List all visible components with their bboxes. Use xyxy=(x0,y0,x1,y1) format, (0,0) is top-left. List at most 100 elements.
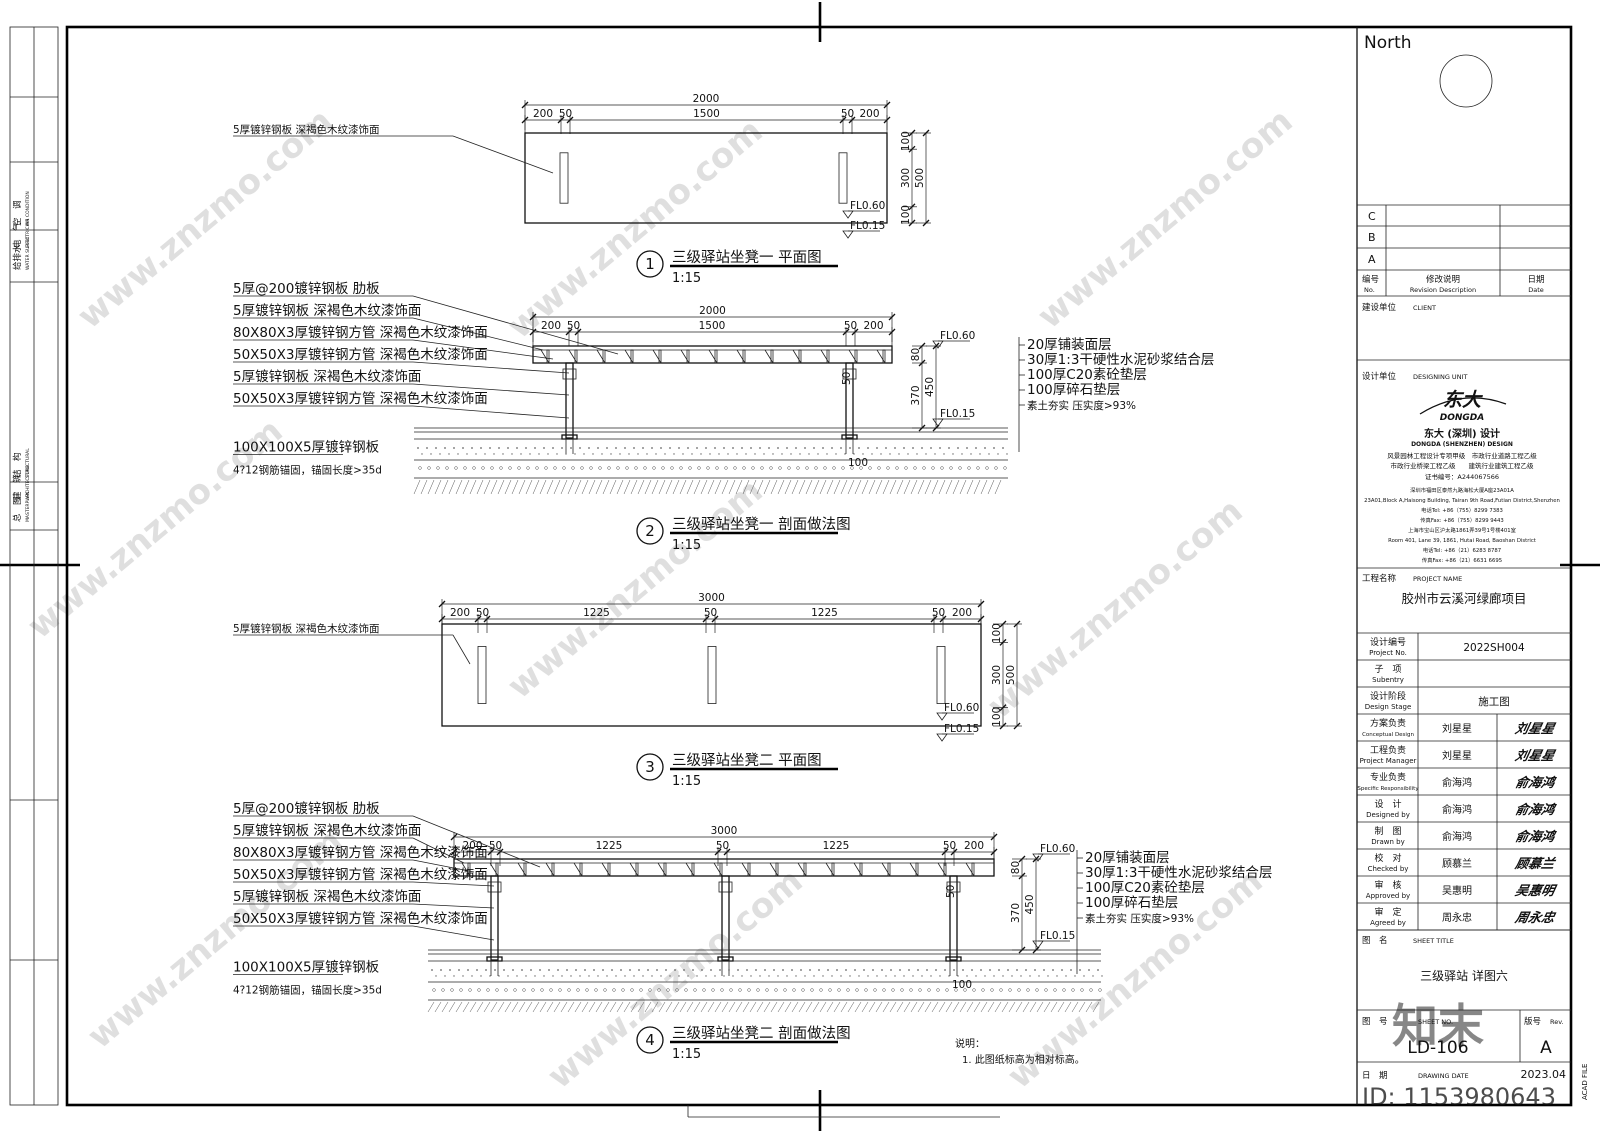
soil-hatch xyxy=(616,1001,624,1013)
concrete-aggregate xyxy=(525,447,527,449)
date-label-en: DRAWING DATE xyxy=(1418,1072,1469,1080)
rib-plate xyxy=(596,349,606,364)
view-number: 2 xyxy=(645,522,655,540)
concrete-aggregate xyxy=(709,453,711,455)
concrete-aggregate xyxy=(700,453,702,455)
side-strip-label: 结 构 xyxy=(12,452,23,478)
row-value: 俞海鸿 xyxy=(1442,776,1472,789)
leader-line xyxy=(412,295,619,355)
concrete-aggregate xyxy=(1056,975,1058,977)
callout-note: 50X50X3厚镀锌钢方管 深褐色木纹漆饰面 xyxy=(233,346,488,363)
gravel-aggregate xyxy=(733,466,737,470)
dimension-label: 80 xyxy=(1010,861,1022,874)
gravel-aggregate xyxy=(535,466,539,470)
leader-line xyxy=(452,135,554,174)
concrete-aggregate xyxy=(453,447,455,449)
dimension-tick xyxy=(450,833,458,841)
concrete-aggregate xyxy=(512,969,514,971)
dimension-tick xyxy=(883,101,891,109)
concrete-aggregate xyxy=(484,453,486,455)
concrete-aggregate xyxy=(862,453,864,455)
gravel-aggregate xyxy=(1062,988,1066,992)
concrete-aggregate xyxy=(673,453,675,455)
concrete-aggregate xyxy=(547,453,549,455)
soil-hatch xyxy=(623,1001,631,1013)
rev-desc-cn: 修改说明 xyxy=(1426,274,1460,285)
gravel-aggregate xyxy=(1098,988,1102,992)
concrete-aggregate xyxy=(525,975,527,977)
concrete-aggregate xyxy=(898,453,900,455)
soil-hatch xyxy=(644,479,652,495)
gravel-aggregate xyxy=(855,988,859,992)
gravel-aggregate xyxy=(477,988,481,992)
soil-hatch xyxy=(427,1001,435,1013)
gravel-aggregate xyxy=(603,988,607,992)
concrete-aggregate xyxy=(997,453,999,455)
soil-hatch xyxy=(791,479,799,495)
view-scale: 1:15 xyxy=(672,1047,701,1062)
watermark-id: ID: 1153980643 xyxy=(1362,1083,1556,1111)
dimension-label: 80 xyxy=(910,348,922,361)
soil-hatch xyxy=(868,1001,876,1013)
dimension-tick xyxy=(1018,872,1026,880)
rev-no-en: No. xyxy=(1364,286,1375,294)
concrete-aggregate xyxy=(768,447,770,449)
leg-connector xyxy=(562,368,577,380)
gravel-aggregate xyxy=(841,466,845,470)
concrete-aggregate xyxy=(1101,975,1103,977)
watermark-text: www.znzmo.com xyxy=(500,471,770,707)
view-number-circle xyxy=(636,250,664,278)
concrete-aggregate xyxy=(678,447,680,449)
soil-hatch xyxy=(721,1001,729,1013)
concrete-aggregate xyxy=(462,975,464,977)
soil-hatch xyxy=(791,1001,799,1013)
soil-hatch xyxy=(924,479,932,495)
sheet-number: LD-106 xyxy=(1407,1038,1468,1058)
row-label-en: Checked by xyxy=(1368,865,1409,873)
rev-date-cn: 日期 xyxy=(1527,275,1544,285)
dimension-tick xyxy=(529,328,537,336)
soil-hatch xyxy=(973,1001,981,1013)
row-label-en: Specific Responsibility xyxy=(1357,786,1419,792)
concrete-aggregate xyxy=(988,453,990,455)
concrete-aggregate xyxy=(732,447,734,449)
gravel-aggregate xyxy=(553,466,557,470)
gravel-aggregate xyxy=(873,988,877,992)
concrete-aggregate xyxy=(718,453,720,455)
soil-hatch xyxy=(980,1001,988,1013)
concrete-aggregate xyxy=(827,969,829,971)
callout-note: 50X50X3厚镀锌钢方管 深褐色木纹漆饰面 xyxy=(233,866,488,883)
rib-plate xyxy=(742,349,746,364)
soil-hatch xyxy=(833,479,841,495)
concrete-aggregate xyxy=(619,453,621,455)
gravel-aggregate xyxy=(508,466,512,470)
side-strip-label: 电 气 xyxy=(12,222,23,248)
signature: 俞海鸿 xyxy=(1514,802,1558,818)
bench-seat-outline xyxy=(524,132,888,224)
side-strip-label: 空 调 xyxy=(12,200,23,226)
leader-line xyxy=(412,361,570,374)
soil-hatch xyxy=(805,479,813,495)
rib-plate xyxy=(540,349,550,364)
concrete-aggregate xyxy=(557,969,559,971)
concrete-aggregate xyxy=(822,447,824,449)
revision-value: A xyxy=(1540,1038,1552,1058)
watermark-text: www.znzmo.com xyxy=(500,111,770,347)
concrete-aggregate xyxy=(660,975,662,977)
soil-hatch xyxy=(1071,1001,1079,1013)
gravel-aggregate xyxy=(1053,988,1057,992)
soil-hatch xyxy=(777,479,785,495)
side-strip-label-en: MASTERPLAN xyxy=(25,492,31,522)
row-value: 刘星星 xyxy=(1442,750,1472,762)
gravel-aggregate xyxy=(711,988,715,992)
signature: 刘星星 xyxy=(1514,748,1557,764)
soil-hatch xyxy=(637,1001,645,1013)
gravel-aggregate xyxy=(738,988,742,992)
gravel-aggregate xyxy=(472,466,476,470)
concrete-aggregate xyxy=(430,453,432,455)
gravel-aggregate xyxy=(675,988,679,992)
concrete-aggregate xyxy=(858,447,860,449)
soil-hatch xyxy=(728,479,736,495)
concrete-aggregate xyxy=(1074,975,1076,977)
